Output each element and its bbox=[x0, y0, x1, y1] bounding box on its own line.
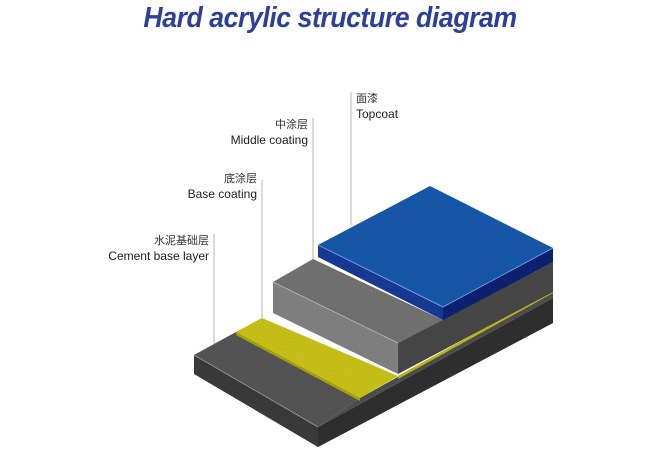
middle-coating-block bbox=[273, 259, 553, 374]
cement-base-label: 水泥基础层 Cement base layer bbox=[108, 234, 209, 264]
base-coating-label: 底涂层 Base coating bbox=[188, 172, 257, 202]
middle-coating-label-en: Middle coating bbox=[230, 133, 308, 147]
base-coating-label-cn: 底涂层 bbox=[224, 173, 257, 185]
middle-coating-label: 中涂层 Middle coating bbox=[231, 118, 308, 148]
topcoat-label: 面漆 Topcoat bbox=[356, 92, 398, 122]
middle-coating-label-cn: 中涂层 bbox=[275, 119, 308, 131]
topcoat-block bbox=[318, 186, 553, 320]
cement-base-label-en: Cement base layer bbox=[108, 249, 209, 263]
base-coating-label-en: Base coating bbox=[187, 187, 257, 201]
topcoat-label-cn: 面漆 bbox=[356, 93, 378, 105]
diagram-title: Hard acrylic structure diagram bbox=[143, 2, 517, 34]
cement-base-label-cn: 水泥基础层 bbox=[154, 235, 209, 247]
topcoat-label-en: Topcoat bbox=[356, 107, 399, 121]
